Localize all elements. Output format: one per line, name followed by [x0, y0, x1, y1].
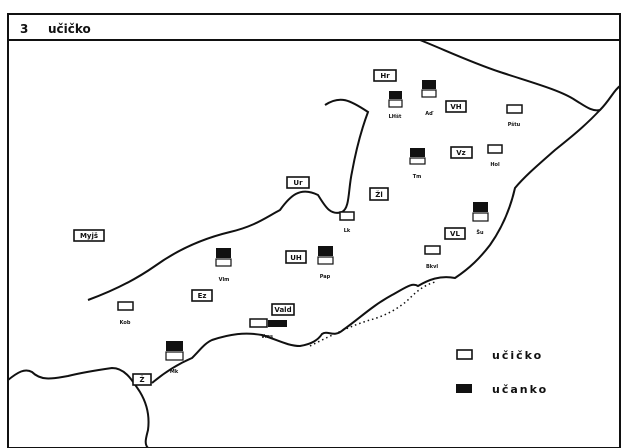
map-number: 3	[20, 22, 28, 36]
svg-text:učanko: učanko	[492, 383, 548, 396]
locality-lk: Lk	[339, 211, 355, 234]
legend-open-symbol	[456, 349, 473, 360]
svg-text:Pap: Pap	[320, 274, 331, 280]
svg-text:Vlm: Vlm	[219, 277, 230, 283]
svg-text:Aď: Aď	[425, 111, 434, 117]
locality-lhst: LHšt	[388, 91, 403, 120]
boundary-valley-south	[151, 109, 601, 384]
svg-text:Hr: Hr	[380, 72, 390, 80]
svg-text:Hol: Hol	[490, 162, 500, 168]
locality-pap: Pap	[317, 246, 334, 280]
locality-mk: Mk	[165, 341, 184, 375]
svg-text:Ez: Ez	[198, 292, 207, 300]
svg-text:Pštu: Pštu	[508, 121, 521, 128]
svg-text:Vz: Vz	[456, 149, 466, 157]
legend: učičko učanko	[456, 349, 548, 396]
svg-text:LHšt: LHšt	[389, 113, 402, 120]
region-label-vl: VL	[444, 227, 466, 240]
svg-text:Bkvl: Bkvl	[426, 264, 438, 270]
legend-item-open: učičko	[456, 349, 543, 362]
svg-text:učičko: učičko	[492, 349, 543, 362]
locality-su: Šu	[472, 202, 489, 236]
map-frame	[7, 13, 621, 448]
region-label-vh: VH	[445, 100, 467, 113]
svg-text:Šu: Šu	[476, 229, 484, 236]
svg-text:Myjš: Myjš	[80, 232, 98, 240]
locality-ad: Aď	[421, 80, 437, 117]
boundary-southwest	[7, 366, 150, 448]
locality-bkvl: Bkvl	[424, 245, 441, 270]
legend-filled-symbol	[456, 384, 472, 393]
boundary-lines	[7, 39, 621, 448]
svg-text:Mk: Mk	[170, 369, 179, 375]
locality-kob: Kob	[117, 301, 134, 326]
region-label-vz: Vz	[450, 146, 473, 159]
region-label-myjs: Myjš	[73, 229, 105, 242]
svg-text:VH: VH	[450, 103, 461, 111]
region-label-z: Ž	[132, 373, 152, 386]
svg-text:Lk: Lk	[344, 228, 351, 234]
region-label-uh: UH	[285, 250, 307, 264]
svg-text:Tm: Tm	[413, 174, 422, 180]
region-label-vald: Vald	[271, 303, 295, 316]
region-label-zl: Žl	[369, 187, 389, 201]
locality-pstu: Pštu	[506, 104, 523, 128]
svg-text:Vald: Vald	[274, 306, 291, 314]
region-label-ur: Ur	[286, 176, 310, 189]
svg-text:Ur: Ur	[293, 179, 303, 187]
boundary-northeast	[419, 39, 621, 112]
locality-tm: Tm	[409, 148, 426, 180]
locality-vlm: Vlm	[215, 248, 232, 283]
svg-text:Vms: Vms	[261, 334, 273, 340]
region-label-ez: Ez	[191, 289, 213, 302]
map-title: učičko	[48, 22, 91, 36]
svg-text:Kob: Kob	[120, 320, 131, 326]
svg-text:Žl: Žl	[375, 190, 382, 199]
state-border-dotted	[309, 281, 436, 347]
boundary-valley-north	[87, 98, 370, 301]
svg-text:UH: UH	[290, 254, 302, 262]
legend-item-filled: učanko	[456, 383, 548, 396]
locality-vms: Vms	[249, 318, 287, 340]
region-label-hr: Hr	[373, 69, 397, 82]
locality-hol: Hol	[487, 144, 503, 168]
svg-text:Ž: Ž	[139, 375, 144, 384]
svg-text:VL: VL	[450, 230, 460, 238]
